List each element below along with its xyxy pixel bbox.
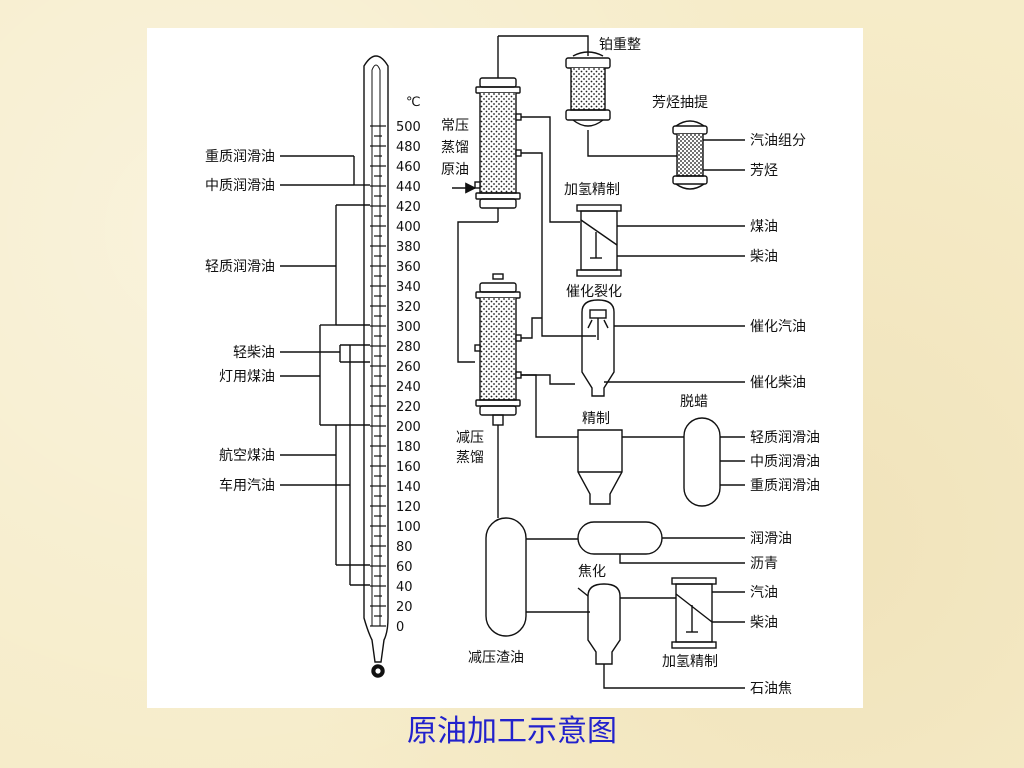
atmospheric-distillation-column	[452, 36, 522, 222]
temperature-unit: ℃	[406, 95, 421, 110]
thermometer-scale-label: 0	[396, 620, 404, 635]
thermometer-scale-label: 360	[396, 260, 421, 275]
thermometer-scale-label: 160	[396, 460, 421, 475]
thermometer-scale-label: 80	[396, 540, 413, 555]
vacuum-distillation-column	[457, 221, 522, 426]
thermometer-scale-label: 460	[396, 160, 421, 175]
coking-label: 焦化	[578, 564, 606, 580]
thermometer-scale-label: 120	[396, 500, 421, 515]
product-light-diesel: 轻柴油	[233, 345, 275, 361]
thermometer-scale-label: 260	[396, 360, 421, 375]
output-petroleum-coke: 石油焦	[750, 681, 792, 697]
platforming-reactor	[498, 35, 680, 157]
product-light-lube: 轻质润滑油	[205, 258, 275, 275]
dewaxing-unit	[683, 417, 745, 507]
output-heavy-lube: 重质润滑油	[750, 477, 820, 494]
thermometer-scale-label: 440	[396, 180, 421, 195]
product-aviation-kerosene: 航空煤油	[219, 448, 275, 464]
crude-oil-process-diagram: ℃ 50048046044042040038036034032030028026…	[205, 35, 820, 697]
output-gasoline-fraction: 汽油组分	[750, 133, 806, 149]
product-motor-gasoline: 车用汽油	[219, 477, 275, 494]
thermometer-scale-label: 220	[396, 400, 421, 415]
product-heavy-lube: 重质润滑油	[205, 148, 275, 165]
output-diesel: 柴油	[750, 249, 778, 265]
coking-drum	[577, 583, 745, 689]
thermometer-scale-label: 280	[396, 340, 421, 355]
thermometer	[363, 55, 389, 678]
thermometer-scale-label: 140	[396, 480, 421, 495]
thermometer-scale-label: 200	[396, 420, 421, 435]
thermometer-scale-label: 500	[396, 120, 421, 135]
output-catalytic-gasoline: 催化汽油	[750, 319, 806, 335]
output-catalytic-diesel: 催化柴油	[750, 375, 806, 391]
thermometer-scale-label: 20	[396, 600, 413, 615]
hydrofining-unit-top	[521, 116, 745, 277]
process-labels: 常压 蒸馏 原油 减压 蒸馏 减压渣油 铂重整 芳烃抽提 加氢精制 催化裂化 精…	[441, 37, 718, 670]
thermometer-scale-label: 60	[396, 560, 413, 575]
output-light-lube: 轻质润滑油	[750, 429, 820, 446]
thermometer-scale-label: 180	[396, 440, 421, 455]
output-asphalt: 沥青	[750, 556, 778, 572]
atmospheric-label-1: 常压	[441, 118, 469, 134]
hydrofining-top-label: 加氢精制	[564, 182, 620, 198]
crude-oil-label: 原油	[441, 162, 469, 178]
catalytic-cracking-label: 催化裂化	[566, 284, 622, 300]
aromatics-extraction-unit	[672, 120, 745, 190]
platforming-label: 铂重整	[599, 37, 641, 53]
thermometer-scale-label: 420	[396, 200, 421, 215]
hydrofining-unit-bottom	[671, 577, 745, 649]
product-lamp-kerosene: 灯用煤油	[219, 369, 275, 385]
vacuum-label-1: 减压	[456, 430, 484, 446]
product-medium-lube: 中质润滑油	[205, 177, 275, 194]
output-aromatics: 芳烃	[750, 162, 778, 179]
thermometer-scale-label: 380	[396, 240, 421, 255]
thermometer-scale-label: 40	[396, 580, 413, 595]
thermometer-scale-label: 340	[396, 280, 421, 295]
output-medium-lube: 中质润滑油	[750, 453, 820, 470]
thermometer-scale-label: 240	[396, 380, 421, 395]
output-diesel-2: 柴油	[750, 615, 778, 631]
thermometer-scale-label: 400	[396, 220, 421, 235]
output-gasoline: 汽油	[750, 585, 778, 601]
vacuum-residue-vessel	[485, 425, 745, 637]
thermometer-product-links	[280, 155, 370, 586]
aromatics-extraction-label: 芳烃抽提	[652, 94, 708, 111]
slide-caption: 原油加工示意图	[407, 714, 617, 749]
output-labels: 汽油组分 芳烃 煤油 柴油 催化汽油 催化柴油 轻质润滑油 中质润滑油 重质润滑…	[750, 133, 820, 697]
output-lube-oil: 润滑油	[750, 530, 792, 547]
thermometer-scale-label: 100	[396, 520, 421, 535]
dewaxing-label: 脱蜡	[680, 394, 708, 410]
thermometer-scale-label: 480	[396, 140, 421, 155]
thermometer-labels: ℃ 50048046044042040038036034032030028026…	[205, 95, 421, 635]
hydrofining-bottom-label: 加氢精制	[662, 654, 718, 670]
refining-unit	[521, 374, 684, 505]
output-kerosene: 煤油	[750, 219, 778, 235]
thermometer-scale-label: 320	[396, 300, 421, 315]
thermometer-scale-label: 300	[396, 320, 421, 335]
vacuum-label-2: 蒸馏	[456, 450, 484, 466]
vacuum-residue-label: 减压渣油	[468, 650, 524, 666]
catalytic-cracking-unit	[521, 152, 745, 397]
refining-label: 精制	[582, 411, 610, 427]
atmospheric-label-2: 蒸馏	[441, 140, 469, 156]
